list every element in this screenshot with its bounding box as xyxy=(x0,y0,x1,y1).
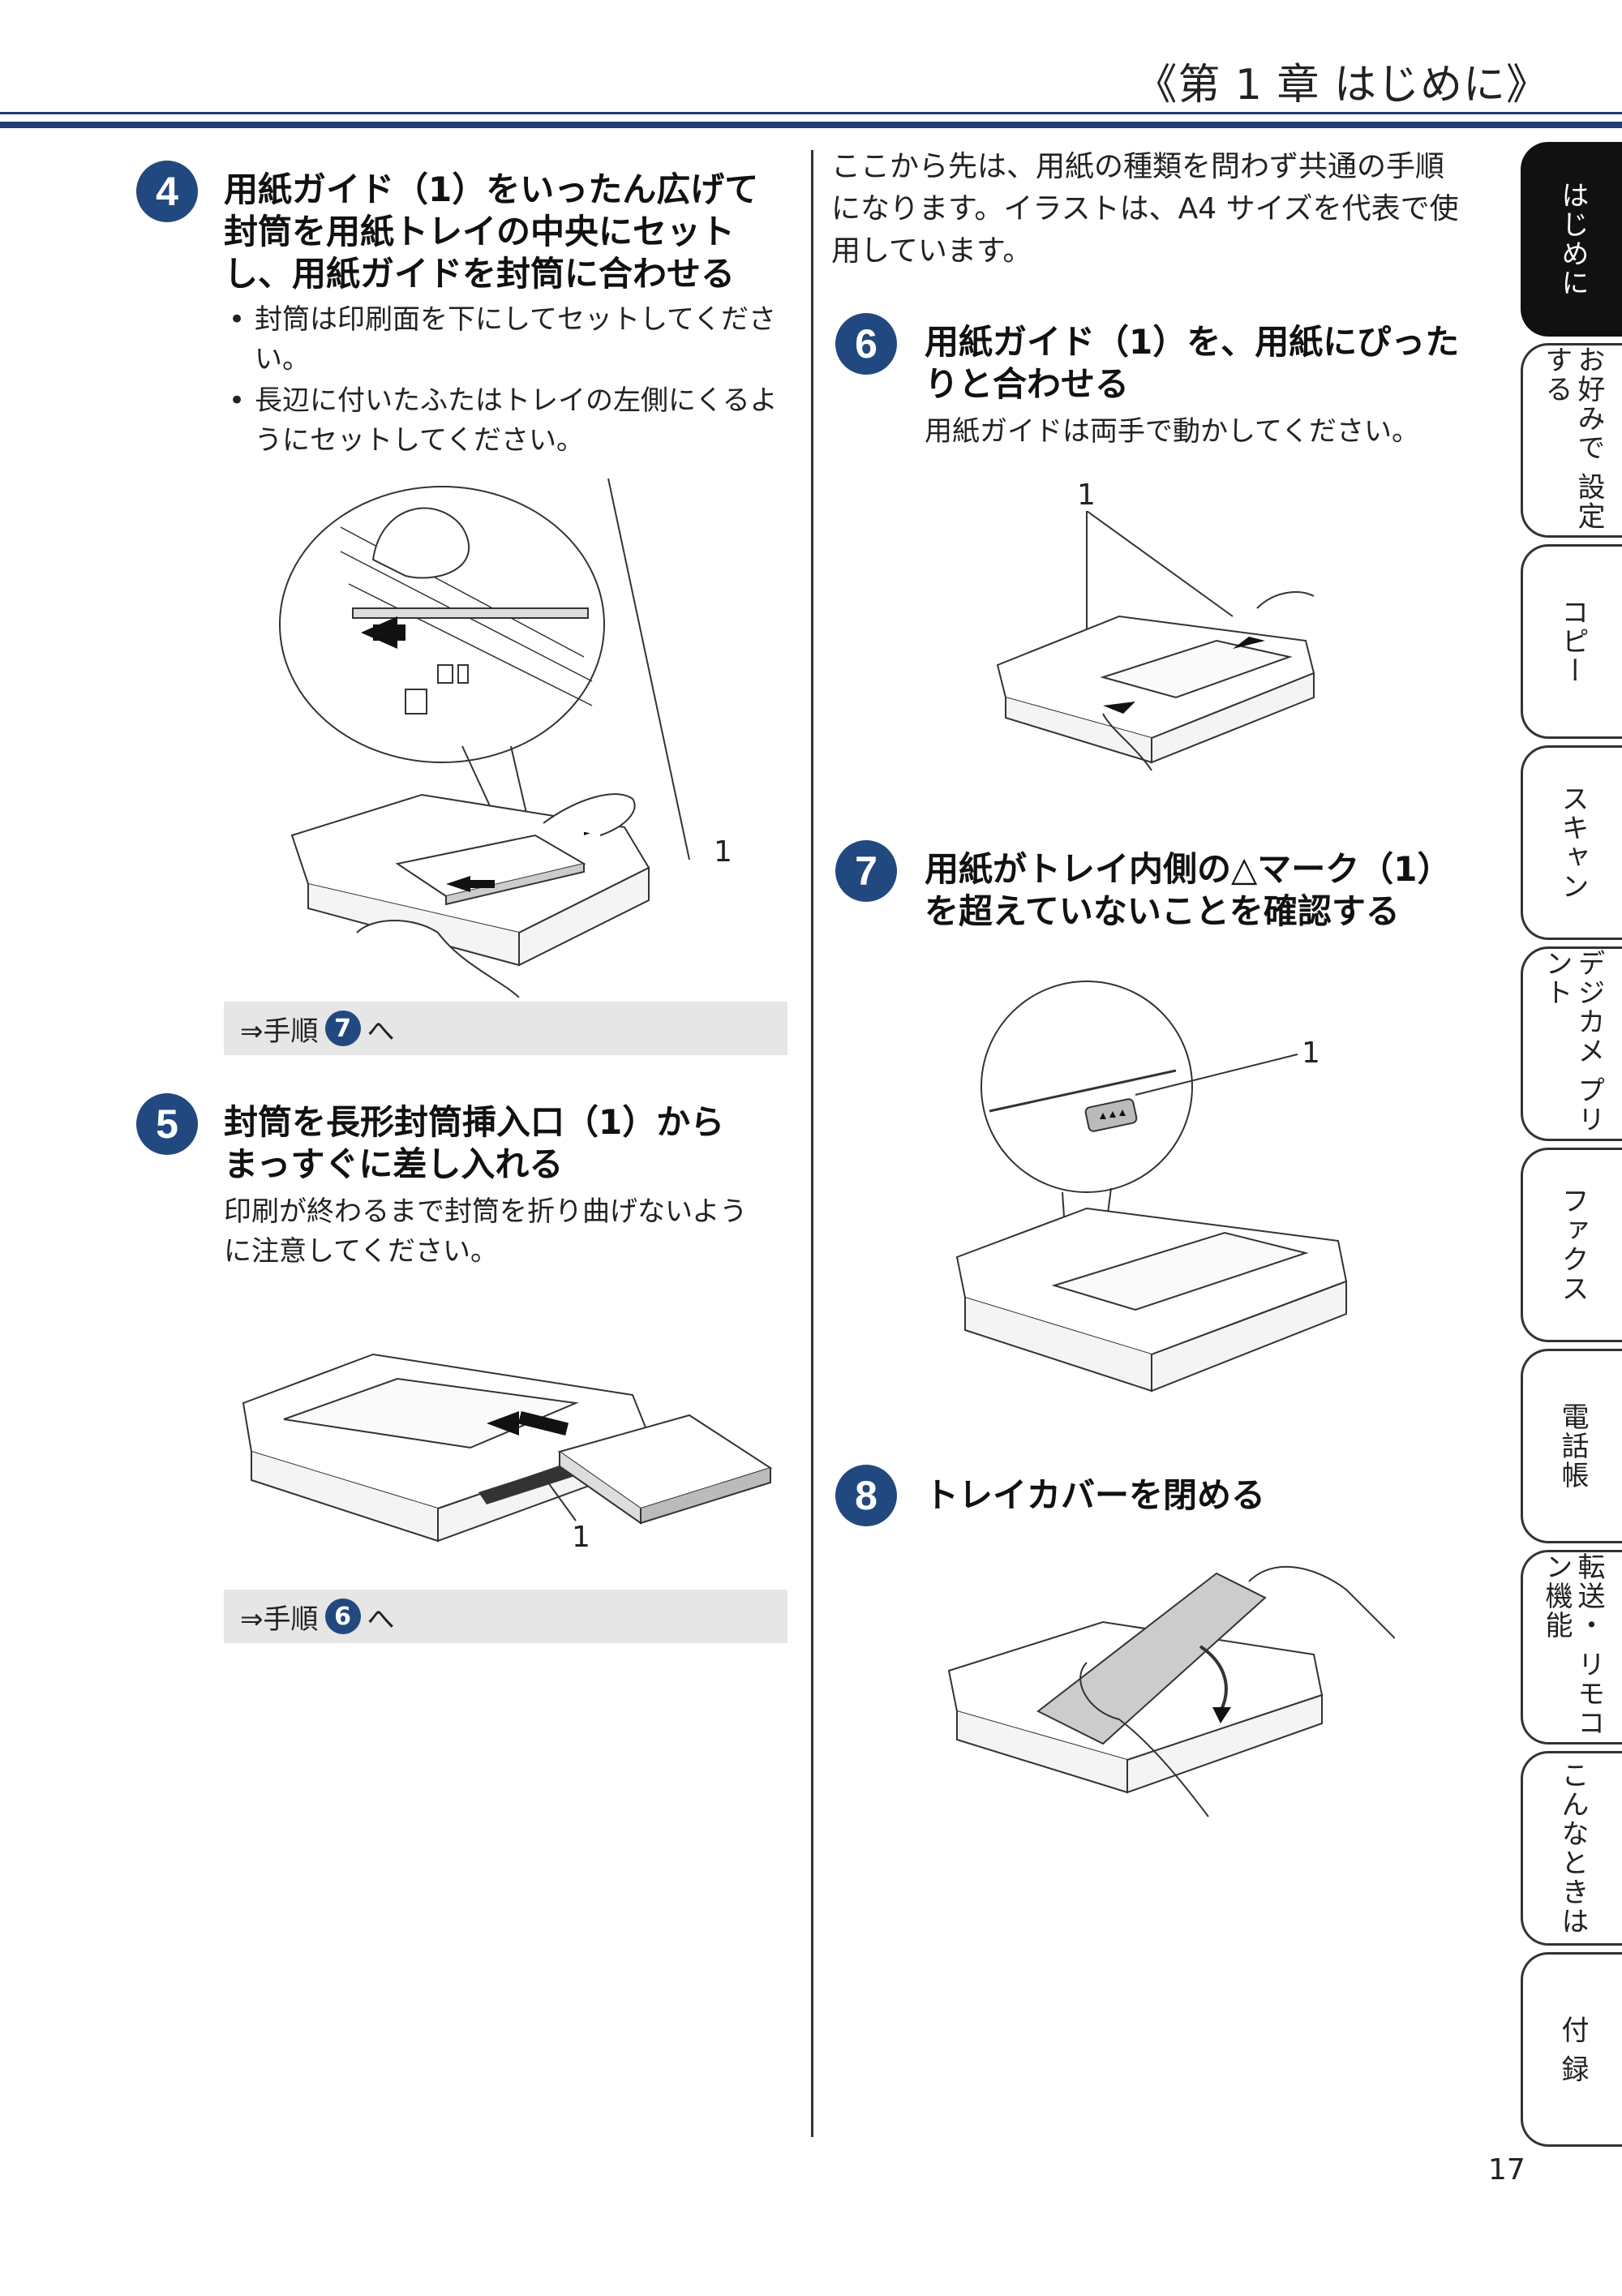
step-5-body-line: 印刷が終わるまで封筒を折り曲げないよう xyxy=(224,1195,748,1228)
tab-label: ファクス xyxy=(1556,1187,1589,1303)
tab-label: 転送・ リモコン機能 xyxy=(1540,1552,1605,1738)
callout-label-step4: 1 xyxy=(714,835,732,869)
step-5-title-line: 封筒を長形封筒挿入口（1）から xyxy=(224,1102,725,1142)
step-4-bullets: 封筒は印刷面を下にしてセットしてください。 長辺に付いたふたはトレイの左側にくる… xyxy=(224,300,800,462)
tab-phonebook[interactable]: 電話帳 xyxy=(1521,1349,1622,1543)
tray-illustration xyxy=(276,478,762,998)
goto-prefix: ⇒手順 xyxy=(240,1015,319,1048)
chapter-title: 《第 1 章 はじめに》 xyxy=(1135,61,1549,109)
tab-label: はじめに xyxy=(1556,181,1589,298)
step-5-body: 印刷が終わるまで封筒を折り曲げないよう に注意してください。 xyxy=(224,1192,792,1272)
goto-step-number: 6 xyxy=(324,1599,361,1634)
goto-prefix: ⇒手順 xyxy=(240,1603,319,1636)
goto-step-7[interactable]: ⇒手順 7 へ xyxy=(224,1002,787,1055)
intro-text: ここから先は、用紙の種類を問わず共通の手順 になります。イラストは、A4 サイズ… xyxy=(831,146,1504,273)
step-5-title-line: まっすぐに差し入れる xyxy=(224,1144,564,1184)
list-item: 封筒は印刷面を下にしてセットしてください。 xyxy=(224,300,800,380)
step-6-title-line: 用紙ガイド（1）を、用紙にぴった xyxy=(925,322,1460,362)
step-8-number: 8 xyxy=(835,1465,897,1526)
intro-line: になります。イラストは、A4 サイズを代表で使 xyxy=(831,192,1459,225)
step-6-number: 6 xyxy=(835,313,897,375)
step-4-title-line: 封筒を用紙トレイの中央にセット xyxy=(224,212,736,251)
tab-fax[interactable]: ファクス xyxy=(1521,1148,1622,1342)
header-rule-thick xyxy=(0,122,1622,128)
step-7-title: 用紙がトレイ内側の△マーク（1） を超えていないことを確認する xyxy=(925,848,1508,933)
tab-hajimeni[interactable]: はじめに xyxy=(1521,142,1622,337)
step-4-title-line: し、用紙ガイドを封筒に合わせる xyxy=(224,254,736,294)
step-7-number: 7 xyxy=(835,840,897,902)
step-6-body: 用紙ガイドは両手で動かしてください。 xyxy=(925,415,1419,448)
step-5-body-line: に注意してください。 xyxy=(224,1235,498,1268)
tab-label: デジカメ プリント xyxy=(1540,949,1605,1135)
tab-label: お好みで 設定する xyxy=(1540,345,1605,531)
tab-scan[interactable]: スキャン xyxy=(1521,745,1622,940)
goto-suffix: へ xyxy=(367,1603,395,1636)
goto-step-number: 7 xyxy=(324,1011,361,1046)
intro-line: 用しています。 xyxy=(831,234,1032,268)
tab-okonomi-settei[interactable]: お好みで 設定する xyxy=(1521,343,1622,538)
tab-transfer-remote[interactable]: 転送・ リモコン機能 xyxy=(1521,1550,1622,1745)
goto-step-6[interactable]: ⇒手順 6 へ xyxy=(224,1590,787,1643)
step-4-title-line: 用紙ガイド（1）をいったん広げて xyxy=(224,170,759,209)
callout-label-step6: 1 xyxy=(1077,479,1096,512)
step-7-title-line: 用紙がトレイ内側の△マーク（1） xyxy=(925,849,1452,889)
tab-label: コピー xyxy=(1556,598,1589,685)
goto-suffix: へ xyxy=(367,1015,395,1048)
tab-label: 付 録 xyxy=(1556,2015,1589,2084)
step-6-title-line: りと合わせる xyxy=(925,364,1130,404)
tab-troubleshooting[interactable]: こんなときは xyxy=(1521,1751,1622,1946)
step-7-title-line: を超えていないことを確認する xyxy=(925,891,1400,931)
tab-label: スキャン xyxy=(1556,784,1589,901)
callout-label-step7: 1 xyxy=(1302,1036,1320,1070)
step-8-title: トレイカバーを閉める xyxy=(925,1475,1266,1515)
callout-label-step5: 1 xyxy=(572,1521,590,1554)
step-5-number: 5 xyxy=(136,1093,198,1155)
step-4-title: 用紙ガイド（1）をいったん広げて 封筒を用紙トレイの中央にセット し、用紙ガイド… xyxy=(224,169,792,295)
triangle-mark-illustration xyxy=(949,973,1371,1411)
tray-envelope-illustration xyxy=(235,1306,787,1565)
header-rule xyxy=(0,112,1622,114)
page-number: 17 xyxy=(1488,2153,1525,2187)
tab-digicam-print[interactable]: デジカメ プリント xyxy=(1521,946,1622,1141)
paper-guide-illustration xyxy=(989,510,1330,787)
column-divider xyxy=(811,150,813,2137)
step-6-title: 用紙ガイド（1）を、用紙にぴった りと合わせる xyxy=(925,321,1508,406)
tab-label: 電話帳 xyxy=(1556,1402,1589,1490)
list-item: 長辺に付いたふたはトレイの左側にくるようにセットしてください。 xyxy=(224,381,800,461)
step-4-number: 4 xyxy=(136,161,198,222)
tab-copy[interactable]: コピー xyxy=(1521,544,1622,739)
tray-cover-illustration xyxy=(941,1549,1396,1857)
step-5-title: 封筒を長形封筒挿入口（1）から まっすぐに差し入れる xyxy=(224,1101,792,1186)
tab-appendix[interactable]: 付 録 xyxy=(1521,1952,1622,2147)
tab-label: こんなときは xyxy=(1556,1761,1589,1936)
intro-line: ここから先は、用紙の種類を問わず共通の手順 xyxy=(831,150,1445,183)
